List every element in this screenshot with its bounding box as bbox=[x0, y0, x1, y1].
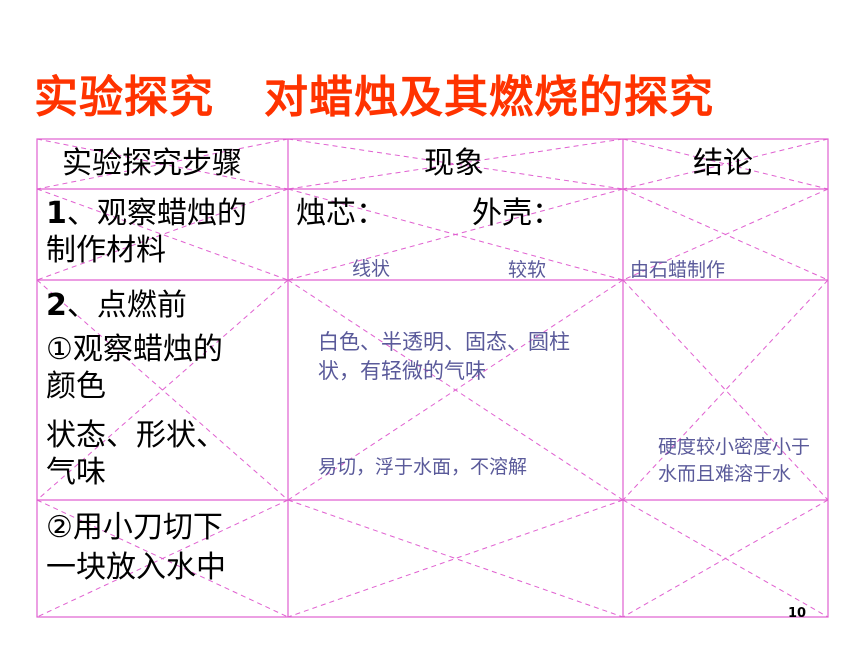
row1-note-shell: 较软 bbox=[508, 259, 547, 281]
row2-step-line5: 气味 bbox=[46, 455, 106, 490]
row3-step-line1: ②用小刀切下 bbox=[46, 510, 223, 545]
page-number: 10 bbox=[788, 606, 807, 621]
row1-step-line1: 、观察蜡烛的 bbox=[66, 196, 247, 231]
row2-note-line1: 白色、半透明、固态、圆柱 bbox=[318, 330, 570, 354]
row1-note-wick: 线状 bbox=[352, 258, 391, 280]
row2-note-line2: 状，有轻微的气味 bbox=[318, 359, 486, 383]
row1-phenomenon-wick: 烛芯： bbox=[296, 196, 386, 231]
row2-step: 2、点燃前 ①观察蜡烛的 颜色 状态、形状、 气味 bbox=[46, 284, 226, 491]
row2-step-line3: 颜色 bbox=[46, 369, 106, 404]
row1-phenomenon-shell: 外壳： bbox=[472, 196, 562, 231]
slide-title: 实验探究对蜡烛及其燃烧的探究 bbox=[34, 70, 714, 126]
row1-step-line2: 制作材料 bbox=[46, 233, 166, 268]
header-phenomenon: 现象 bbox=[424, 146, 484, 181]
row2-step-number: 2 bbox=[46, 288, 67, 323]
table-border bbox=[36, 138, 829, 618]
row2-note-cut: 易切，浮于水面，不溶解 bbox=[318, 456, 528, 478]
row2-conclusion-line1: 硬度较小密度小于 bbox=[658, 436, 811, 458]
row2-step-line4: 状态、形状、 bbox=[46, 418, 226, 453]
row1-conclusion: 由石蜡制作 bbox=[630, 259, 726, 281]
row2-step-line1: 、点燃前 bbox=[66, 288, 187, 323]
row2-conclusion: 硬度较小密度小于 水而且难溶于水 bbox=[658, 434, 810, 488]
title-part-2: 对蜡烛及其燃烧的探究 bbox=[264, 72, 714, 123]
row2-note-appearance: 白色、半透明、固态、圆柱 状，有轻微的气味 bbox=[318, 328, 570, 386]
title-part-1: 实验探究 bbox=[34, 72, 214, 123]
header-steps: 实验探究步骤 bbox=[62, 146, 242, 181]
row3-step: ②用小刀切下 一块放入水中 bbox=[46, 508, 226, 588]
row1-step: 1、观察蜡烛的 制作材料 bbox=[46, 195, 247, 269]
row2-conclusion-line2: 水而且难溶于水 bbox=[658, 463, 792, 485]
row1-step-number: 1 bbox=[46, 196, 67, 231]
header-conclusion: 结论 bbox=[693, 146, 753, 181]
row2-step-line2: ①观察蜡烛的 bbox=[46, 332, 223, 367]
row3-step-line2: 一块放入水中 bbox=[46, 550, 226, 585]
